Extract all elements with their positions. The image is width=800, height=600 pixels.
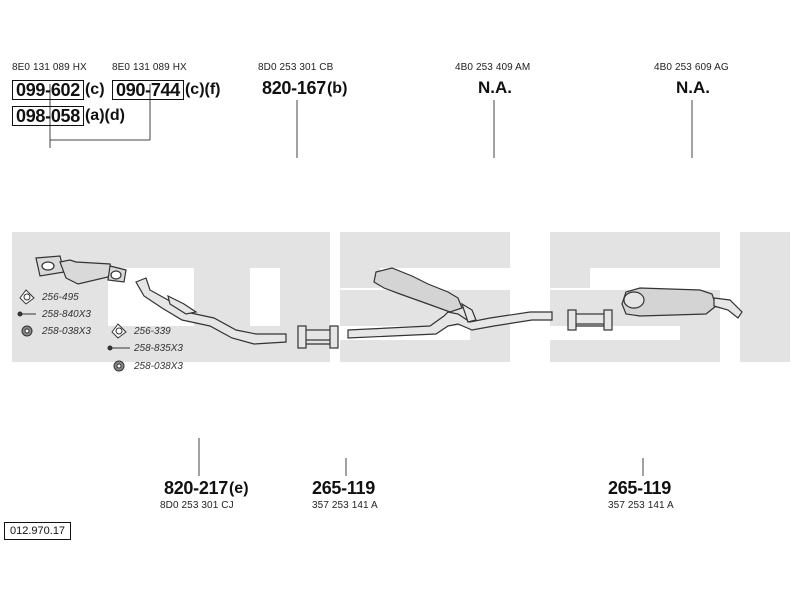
part-suffix: (a)(d) bbox=[84, 107, 125, 124]
oem-number: 357 253 141 A bbox=[608, 500, 674, 511]
clamp-2 bbox=[567, 309, 613, 331]
accessory-label[interactable]: 258-840X3 bbox=[42, 309, 91, 320]
accessory-icons-b bbox=[107, 323, 130, 372]
part-label-098-058[interactable]: 098-058 (a)(d) bbox=[12, 106, 125, 126]
accessory-label[interactable]: 258-038X3 bbox=[134, 361, 183, 372]
part-suffix: (e) bbox=[228, 479, 249, 497]
part-not-available: N.A. bbox=[478, 78, 512, 97]
part-suffix: (c) bbox=[84, 81, 105, 98]
clamp-1 bbox=[297, 325, 339, 349]
catalytic-converter bbox=[35, 255, 127, 285]
part-number-box[interactable]: 090-744 bbox=[112, 80, 184, 100]
diagram-code: 012.970.17 bbox=[4, 522, 72, 540]
part-label-820-217[interactable]: 820-217 (e) bbox=[164, 478, 249, 499]
oem-number: 4B0 253 409 AM bbox=[455, 62, 531, 73]
accessory-icons-a bbox=[17, 289, 36, 337]
rear-silencer bbox=[621, 287, 743, 319]
part-number[interactable]: 820-167 bbox=[262, 78, 326, 98]
part-label-090-744[interactable]: 090-744 (c)(f) bbox=[112, 80, 221, 100]
part-label-820-167[interactable]: 820-167 (b) bbox=[262, 78, 347, 99]
oem-number: 8E0 131 089 HX bbox=[112, 62, 187, 73]
oem-number: 8D0 253 301 CB bbox=[258, 62, 334, 73]
part-number-box[interactable]: 098-058 bbox=[12, 106, 84, 126]
leader-lines bbox=[49, 84, 693, 476]
accessory-label[interactable]: 258-835X3 bbox=[134, 343, 183, 354]
part-suffix: (b) bbox=[326, 79, 348, 97]
part-number-box[interactable]: 099-602 bbox=[12, 80, 84, 100]
part-suffix: (c)(f) bbox=[184, 81, 221, 98]
part-number-265-119[interactable]: 265-119 bbox=[312, 478, 375, 498]
part-label-099-602[interactable]: 099-602 (c) bbox=[12, 80, 105, 100]
middle-silencer bbox=[347, 267, 553, 339]
accessory-label[interactable]: 258-038X3 bbox=[42, 326, 91, 337]
watermark-logo bbox=[12, 232, 790, 362]
part-number-265-119[interactable]: 265-119 bbox=[608, 478, 671, 498]
accessory-label[interactable]: 256-495 bbox=[42, 292, 79, 303]
front-pipe bbox=[135, 277, 287, 345]
oem-number: 8E0 131 089 HX bbox=[12, 62, 87, 73]
oem-number: 8D0 253 301 CJ bbox=[160, 500, 234, 511]
part-not-available: N.A. bbox=[676, 78, 710, 97]
oem-number: 357 253 141 A bbox=[312, 500, 378, 511]
accessory-label[interactable]: 256-339 bbox=[134, 326, 171, 337]
part-number[interactable]: 820-217 bbox=[164, 478, 228, 498]
oem-number: 4B0 253 609 AG bbox=[654, 62, 729, 73]
